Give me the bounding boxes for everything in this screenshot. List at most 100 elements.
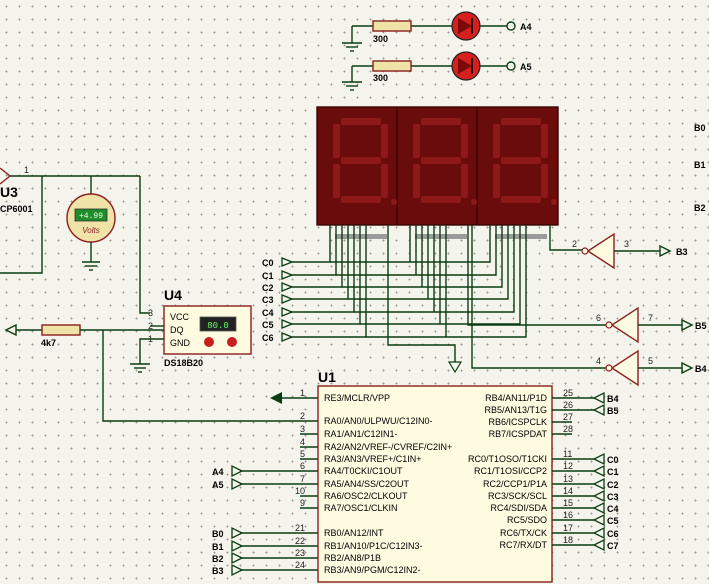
terminal-label: C7 [607,541,619,551]
terminal-icon [592,464,605,478]
pin-number: 7 [648,313,653,323]
display-pin-bar [495,234,547,239]
pin-name: RB1/AN10/P1C/C12IN3- [324,541,423,551]
terminal-label: A5 [212,480,224,490]
terminal-icon [231,551,244,565]
edge-label: B1 [694,160,706,170]
terminal-icon [281,307,294,317]
inverter-b4[interactable]: 5 4 B4 [596,349,707,387]
terminal-label: A4 [212,467,224,477]
pin-number: 3 [624,239,629,249]
terminal-label: C1 [607,467,619,477]
svg-text:VCC: VCC [170,312,190,322]
seven-segment-display[interactable] [316,106,559,239]
terminal-icon [281,257,294,267]
segment [413,164,420,198]
terminal-icon [281,294,294,304]
terminal-label: C2 [607,480,619,490]
segment [461,164,468,198]
pin-name: RB4/AN11/P1D [485,393,547,403]
pin-number: 25 [563,388,573,398]
led-branch-a4: 300 A4 [342,11,532,52]
pin-name: RB2/AN8/P1B [324,553,381,563]
resistor[interactable] [372,60,412,72]
terminal-label: C4 [262,308,274,318]
voltmeter[interactable]: +4.99 Volts [66,176,116,271]
pin-number: 5 [300,449,305,459]
pin-name: RC6/TX/CK [500,528,547,538]
resistor-label: 4k7 [41,338,56,348]
terminal-label: A5 [520,62,532,72]
terminal-icon [592,526,605,540]
terminal-icon [231,563,244,577]
component-part: DS18B20 [164,358,203,368]
pin-number: 27 [563,412,573,422]
segment [413,124,420,158]
segment [493,124,500,158]
segment [541,164,548,198]
pin-name: RA7/OSC1/CLKIN [324,503,398,513]
pin-name: RA6/OSC2/CLKOUT [324,491,408,501]
pin-name: RE3/MCLR/VPP [324,393,390,403]
pin-name: RC4/SDI/SDA [490,503,547,513]
resistor-label: 300 [373,34,388,44]
terminal-icon [592,489,605,503]
pin-number: 4 [300,437,305,447]
terminal-icon [592,513,605,527]
inverter-b3[interactable]: 3 2 B3 [572,232,688,270]
pin-number: 12 [563,461,573,471]
voltmeter-reading: +4.99 [79,212,103,221]
sensor-ds18b20[interactable]: U4 VCC DQ GND 3 2 1 80.0 DS18B20 [130,287,252,373]
pin-number: 11 [563,449,572,459]
pin-number: 24 [295,560,305,570]
component-ref: U1 [318,369,336,385]
terminal-icon [592,391,605,405]
inverter-b5[interactable]: 7 6 B5 [596,306,707,344]
terminal-icon [281,319,294,329]
pin-name: RA2/AN2/VREF-/CVREF/C2IN+ [324,442,452,452]
terminal-label: C3 [262,295,274,305]
segment [493,164,500,198]
resistor[interactable] [372,20,412,32]
pin-number: 2 [572,239,577,249]
pin-name: RC2/CCP1/P1A [483,479,547,489]
terminal-icon [231,526,244,540]
pin-name: RB3/AN9/PGM/C12IN2- [324,565,421,575]
pin-number: 1 [24,165,29,175]
terminal-label: B3 [676,247,688,257]
display-bus [290,225,610,374]
terminal-icon [231,477,244,491]
pin-number: 23 [295,548,305,558]
terminal-label: B1 [212,542,224,552]
pullup-resistor[interactable]: 4k7 [4,323,300,422]
decimal-point [551,199,557,205]
pin-number: 6 [300,461,305,471]
segment [341,118,381,125]
pin-number: 6 [596,313,601,323]
segment [461,124,468,158]
pin-name: RC3/SCK/SCL [488,491,547,501]
terminal-label: C0 [262,258,274,268]
pin-number: 18 [563,535,573,545]
terminal-label: B2 [212,554,224,564]
led-branch-a5: 300 A5 [342,51,532,91]
component-ref: U3 [0,184,18,200]
segment [341,157,381,164]
pin-number: 14 [563,486,573,496]
edge-label: B2 [694,203,706,213]
segment [381,124,388,158]
sensor-reading: 80.0 [207,321,229,331]
terminal-icon [592,403,605,417]
terminal-icon [231,539,244,553]
display-pin-bar [415,234,467,239]
u3-component[interactable]: 1 U3 CP6001 [0,165,140,274]
pin-number: 13 [563,474,573,484]
edge-label: B0 [694,123,706,133]
digit [413,118,477,205]
pin-number: 28 [563,424,573,434]
pin-number: 1 [300,388,305,398]
terminal-label: B5 [695,321,707,331]
terminal-label: B5 [607,406,619,416]
